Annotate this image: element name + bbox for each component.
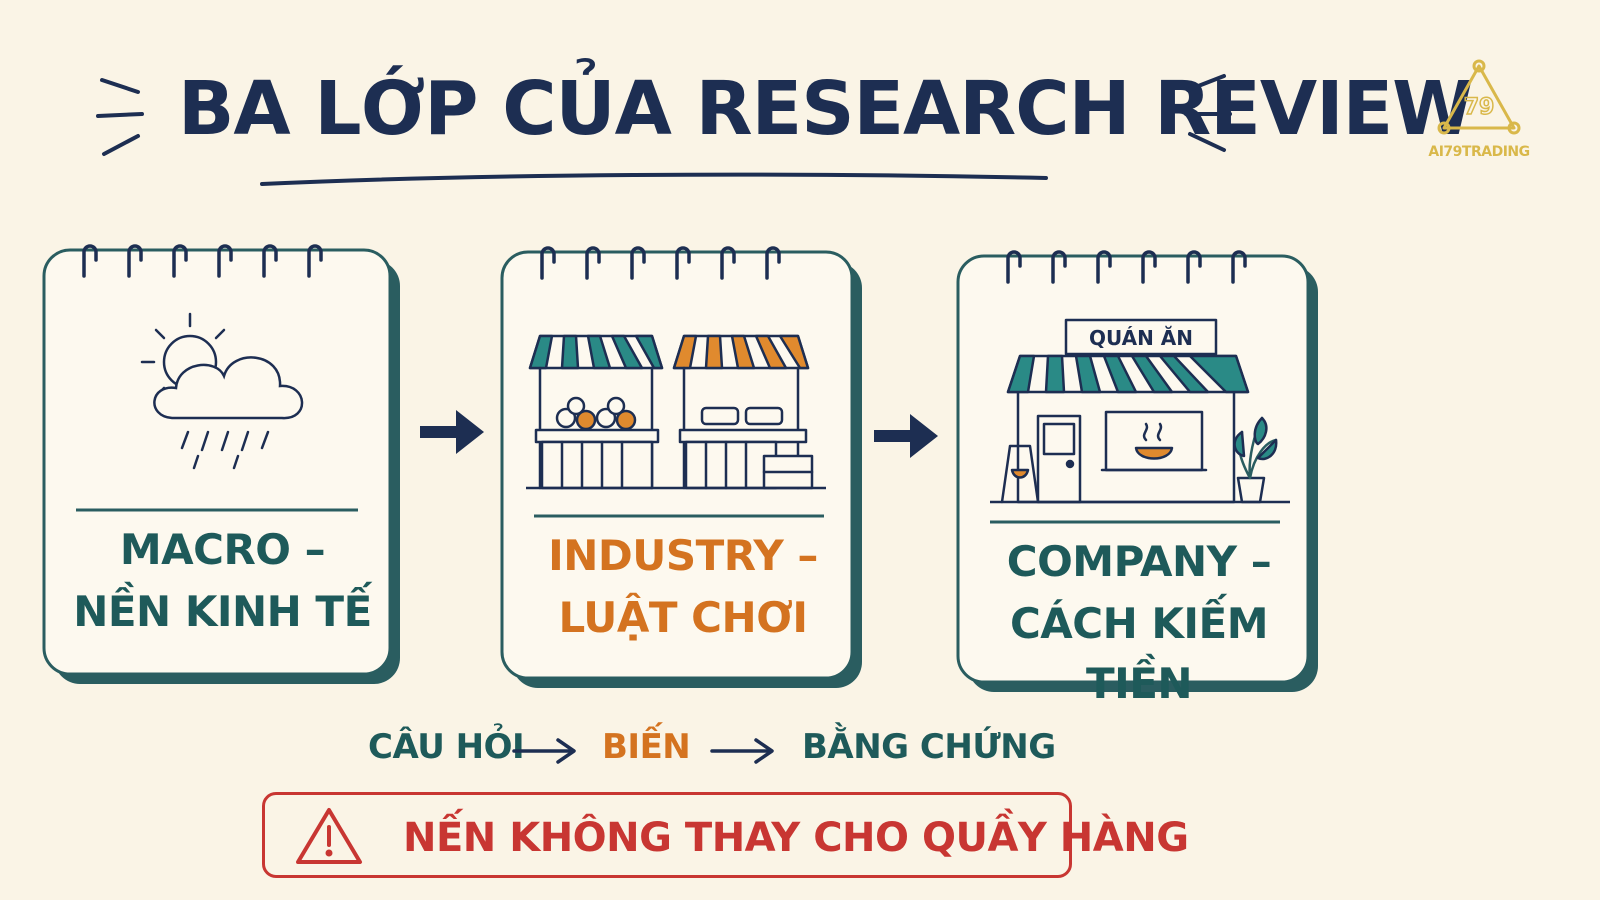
card-macro-subtitle: NỀN KINH TẾ <box>73 587 372 636</box>
card-industry-title: INDUSTRY – <box>548 531 818 580</box>
card-macro: MACRO – NỀN KINH TẾ <box>40 230 405 690</box>
card-macro-title: MACRO – <box>119 525 326 574</box>
emphasis-lines-left-icon <box>96 78 144 156</box>
card-industry-subtitle: LUẬT CHƠI <box>558 593 808 642</box>
flow-step-evidence: BẰNG CHỨNG <box>802 727 1056 767</box>
card-company-title: COMPANY – <box>1006 537 1272 586</box>
card-company-subtitle: CÁCH KIẾM TIỀN <box>1009 599 1269 708</box>
emphasis-lines-right-icon <box>1184 74 1232 152</box>
thin-arrow-right-icon <box>512 738 576 764</box>
logo-triangle-icon: 79 <box>1437 59 1521 135</box>
arrow-right-icon <box>420 410 484 454</box>
warning-triangle-icon <box>296 808 362 864</box>
thin-arrow-right-icon <box>710 738 774 764</box>
flow-step-question: CÂU HỎI <box>368 727 525 767</box>
market-stalls-icon <box>526 334 826 490</box>
flow-step-variable: BIẾN <box>602 727 691 767</box>
logo-mark: 79 <box>1464 95 1495 120</box>
card-company: QUÁN ĂN COMPANY – CÁCH KIẾM TIỀN <box>954 236 1324 708</box>
restaurant-storefront-icon: QUÁN ĂN <box>990 318 1290 504</box>
warning-text: NẾN KHÔNG THAY CHO QUẦY HÀNG <box>403 815 1189 861</box>
sun-cloud-rain-icon <box>140 312 304 470</box>
warning-box: NẾN KHÔNG THAY CHO QUẦY HÀNG <box>262 792 1189 878</box>
page-title: BA LỚP CỦA RESEARCH REVIEW <box>178 66 1474 152</box>
brand-logo: 79 AI79TRADING <box>1424 56 1534 160</box>
storefront-sign: QUÁN ĂN <box>1089 326 1193 350</box>
logo-text: AI79TRADING <box>1428 144 1530 160</box>
card-industry: INDUSTRY – LUẬT CHƠI <box>498 232 868 694</box>
arrow-right-icon <box>874 414 938 458</box>
title-underline <box>260 172 1048 186</box>
